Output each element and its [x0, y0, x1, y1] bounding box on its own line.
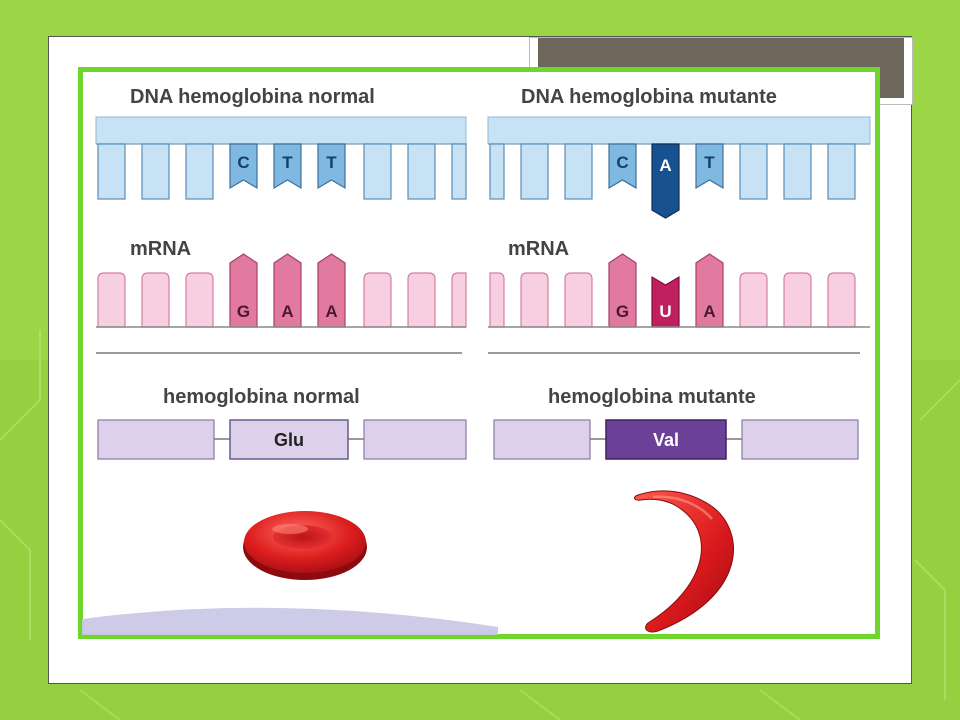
mutant-mrna-base-3-letter: A: [703, 302, 715, 321]
mutant-dna-backbone: [487, 116, 871, 145]
normal-protein-title: hemoglobina normal: [163, 386, 360, 408]
mutant-dna-base-3-letter: T: [704, 153, 715, 172]
mutant-dna-base-1-letter: C: [616, 153, 628, 172]
normal-dna-base-3-letter: T: [326, 153, 337, 172]
normal-amino-acid-box: [229, 419, 349, 460]
mutant-mrna-highlighted-bases: [608, 253, 724, 328]
mutant-protein-chain: [493, 419, 859, 460]
sickle-red-blood-cell: [633, 490, 734, 633]
normal-mrna-label: mRNA: [130, 238, 191, 260]
normal-dna-title: DNA hemoglobina normal: [130, 86, 375, 108]
mutant-dna-base-2-letter: A: [659, 156, 671, 175]
mutant-protein-title: hemoglobina mutante: [548, 386, 756, 408]
mutant-dna-title: DNA hemoglobina mutante: [521, 86, 777, 108]
normal-dna-strand: [97, 143, 467, 200]
normal-amino-acid-label: Glu: [274, 430, 304, 450]
mutant-mrna-base-1-letter: G: [616, 302, 629, 321]
mutant-amino-acid-label: Val: [653, 430, 679, 450]
normal-red-blood-cell: [243, 511, 367, 580]
normal-mrna-base-1-letter: G: [237, 302, 250, 321]
mutant-dna-strand: [489, 143, 856, 200]
normal-dna-base-2: [273, 143, 302, 190]
mutant-mrna-base-2-letter: U: [659, 302, 671, 321]
mutant-mrna-label: mRNA: [508, 238, 569, 260]
normal-dna-base-3: [317, 143, 346, 190]
normal-dna-highlighted-bases: [229, 143, 346, 190]
normal-protein-chain: [97, 419, 467, 460]
normal-mrna-highlighted-bases: [229, 253, 346, 328]
mutant-dna-base-3: [695, 143, 724, 190]
normal-mrna-base-2-letter: A: [281, 302, 293, 321]
normal-dna-base-1-letter: C: [237, 153, 249, 172]
mutant-dna-base-1: [608, 143, 637, 190]
normal-mrna-base-3-letter: A: [325, 302, 337, 321]
mutant-dna-base-2-mutated: [651, 143, 680, 219]
normal-dna-base-1: [229, 143, 258, 190]
mutant-mrna-strand: [489, 272, 856, 328]
normal-mrna-strand: [97, 272, 467, 328]
mutant-dna-highlighted-bases: [608, 143, 724, 219]
mutant-amino-acid-box: [605, 419, 727, 460]
sickle-cell-mutation-diagram: DNA hemoglobina normal C T T mRNA G A A …: [78, 67, 880, 639]
normal-dna-backbone: [95, 116, 467, 145]
normal-dna-base-2-letter: T: [282, 153, 293, 172]
bottom-decorative-wave: [82, 607, 498, 635]
